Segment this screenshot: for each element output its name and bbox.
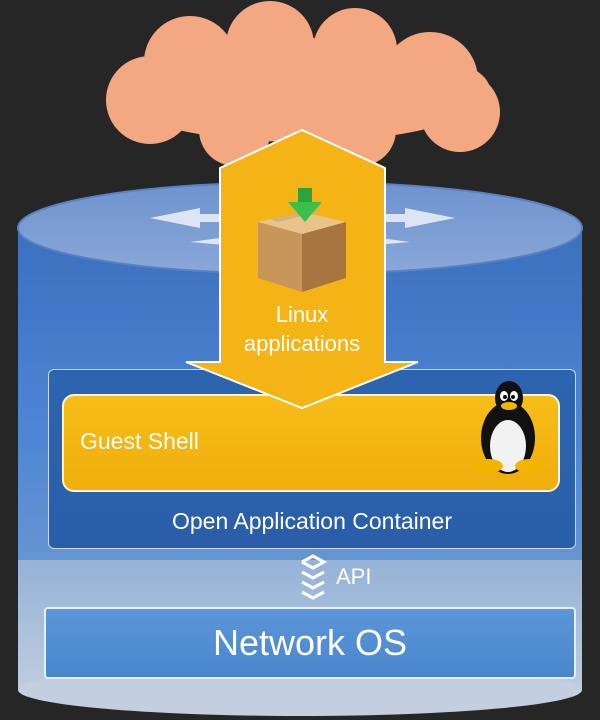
api-stack-icon	[301, 554, 328, 600]
network-os-box	[44, 607, 576, 679]
linux-applications-line1: Linux	[275, 302, 329, 327]
container-label: Open Application Container	[171, 508, 453, 534]
package-icon	[258, 209, 346, 292]
cloud	[106, 1, 500, 166]
api-label: API	[336, 564, 372, 589]
guest-shell-label: Guest Shell	[80, 428, 199, 454]
tux-penguin-icon	[473, 381, 545, 474]
linux-applications-label: Linux applications	[220, 300, 384, 358]
download-arrow-icon	[288, 188, 322, 222]
linux-applications-line2: applications	[243, 331, 361, 356]
network-os-label: Network OS	[212, 622, 408, 663]
